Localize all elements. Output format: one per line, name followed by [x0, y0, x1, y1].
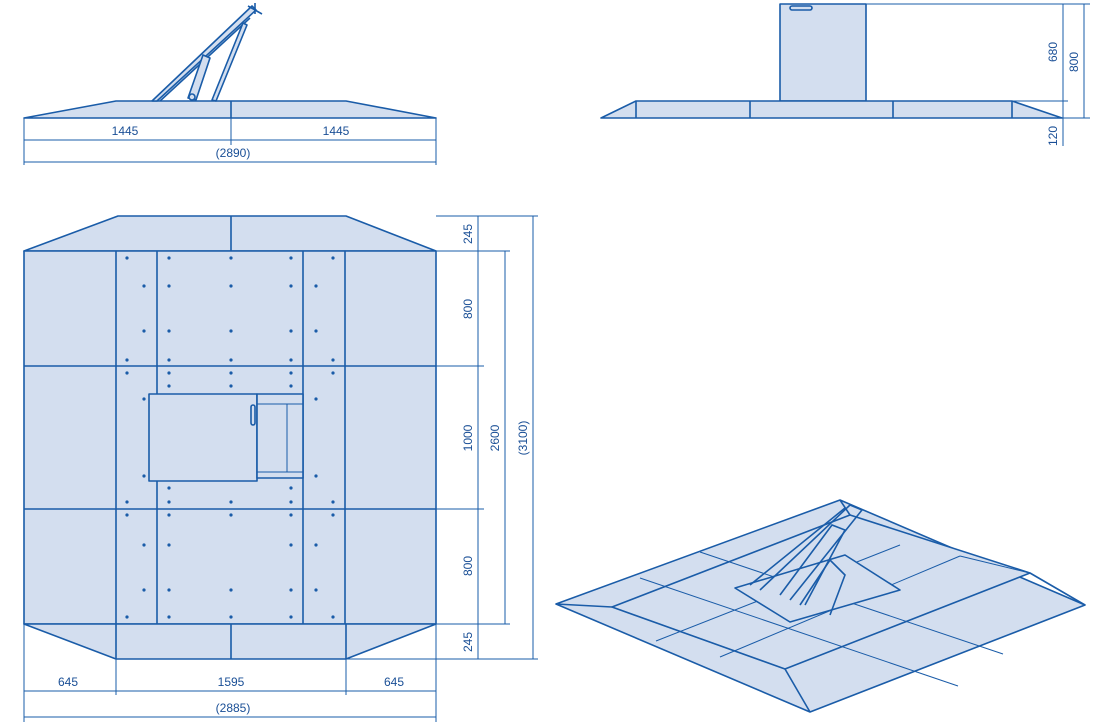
bolt-dot	[229, 588, 233, 592]
bolt-dot	[229, 615, 233, 619]
bolt-dot	[289, 384, 293, 388]
bolt-dot	[167, 588, 171, 592]
bolt-dot	[331, 371, 335, 375]
bolt-dot	[125, 358, 129, 362]
bolt-dot	[331, 256, 335, 260]
bolt-dot	[314, 329, 318, 333]
bolt-dots	[125, 256, 335, 619]
bolt-dot	[314, 543, 318, 547]
bolt-dot	[289, 284, 293, 288]
dim-side-left: 1445	[112, 124, 139, 138]
dim-inner: 2600	[488, 424, 502, 451]
bolt-dot	[142, 543, 146, 547]
bolt-dot	[331, 513, 335, 517]
dim-front-base: 120	[1046, 126, 1060, 146]
bolt-dot	[167, 284, 171, 288]
plan-view: 245 800 1000 800 245 2600 (3100) 645 159…	[23, 215, 538, 722]
bolt-dot	[125, 256, 129, 260]
bolt-dot	[167, 615, 171, 619]
dim-center: 1595	[218, 675, 245, 689]
bolt-dot	[314, 397, 318, 401]
bolt-dot	[289, 329, 293, 333]
lifting-arm-isometric	[749, 504, 864, 616]
dim-bottom-ramp: 245	[461, 632, 475, 652]
front-view-panel	[779, 3, 867, 102]
bolt-dot	[167, 371, 171, 375]
bolt-dot	[229, 513, 233, 517]
side-view: 1445 1445 (2890)	[23, 3, 437, 165]
bolt-dot	[314, 474, 318, 478]
bolt-dot	[167, 358, 171, 362]
dim-right: 645	[384, 675, 404, 689]
bolt-dot	[167, 543, 171, 547]
bolt-dot	[229, 371, 233, 375]
bolt-dot	[142, 284, 146, 288]
bolt-dot	[167, 256, 171, 260]
front-view-base	[600, 100, 1063, 119]
bolt-dot	[289, 588, 293, 592]
bolt-dot	[289, 358, 293, 362]
bolt-dot	[167, 500, 171, 504]
bolt-dot	[125, 500, 129, 504]
dim-front-panel: 680	[1046, 42, 1060, 62]
dim-side-total: (2890)	[216, 146, 251, 160]
bolt-dot	[289, 513, 293, 517]
bolt-dot	[289, 500, 293, 504]
bolt-dot	[125, 371, 129, 375]
hatch-handle-icon	[250, 404, 256, 426]
side-view-base	[23, 100, 437, 119]
bolt-dot	[142, 474, 146, 478]
bottom-ramp	[23, 623, 437, 660]
bolt-dot	[289, 486, 293, 490]
bolt-dot	[229, 384, 233, 388]
bolt-dot	[229, 500, 233, 504]
isometric-pit	[734, 554, 901, 623]
isometric-view	[555, 499, 1086, 713]
dim-total-width: (2885)	[216, 701, 251, 715]
bolt-dot	[331, 358, 335, 362]
dim-upper: 800	[461, 299, 475, 319]
bolt-dot	[229, 256, 233, 260]
lifting-arm-side	[151, 3, 263, 102]
bolt-dot	[167, 513, 171, 517]
bolt-dot	[125, 615, 129, 619]
dim-middle: 1000	[461, 424, 475, 451]
bolt-dot	[314, 284, 318, 288]
access-hatch	[148, 393, 304, 482]
bolt-dot	[289, 543, 293, 547]
dim-lower: 800	[461, 556, 475, 576]
bolt-dot	[167, 486, 171, 490]
bolt-dot	[289, 256, 293, 260]
bolt-dot	[229, 284, 233, 288]
bolt-dot	[331, 615, 335, 619]
bolt-dot	[142, 397, 146, 401]
bolt-dot	[314, 588, 318, 592]
dim-front-total: 800	[1067, 52, 1081, 72]
front-view: 680 800 120	[600, 3, 1090, 146]
bolt-dot	[142, 329, 146, 333]
bolt-dot	[142, 588, 146, 592]
bolt-dot	[289, 371, 293, 375]
bolt-dot	[167, 384, 171, 388]
bolt-dot	[229, 358, 233, 362]
bolt-dot	[331, 500, 335, 504]
dim-top-ramp: 245	[461, 224, 475, 244]
bolt-dot	[167, 329, 171, 333]
bolt-dot	[229, 329, 233, 333]
dim-total-length: (3100)	[516, 421, 530, 456]
bolt-dot	[125, 513, 129, 517]
dim-side-right: 1445	[323, 124, 350, 138]
top-ramp	[23, 215, 437, 252]
dim-left: 645	[58, 675, 78, 689]
bolt-dot	[289, 615, 293, 619]
